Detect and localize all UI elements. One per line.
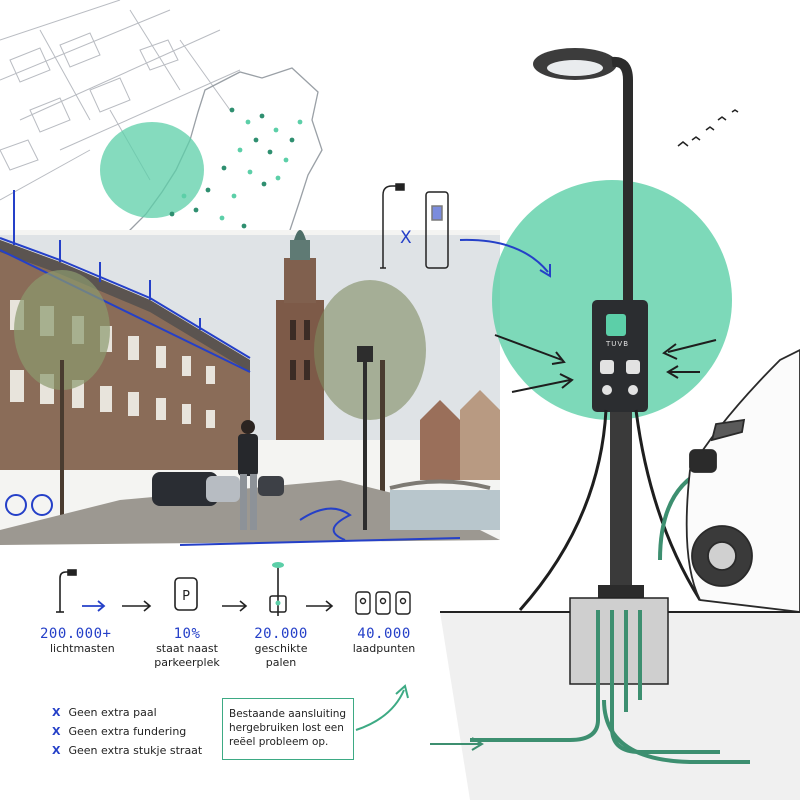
arrows [459,238,551,278]
combine-marker: X [400,228,412,248]
stat-label: laadpunten [352,642,416,655]
street-scene [0,190,500,546]
stat-value: 40.000 [357,626,411,642]
stat-value: 200.000+ [40,626,112,642]
lamp-plus-charger-icons [380,183,449,269]
street-light-icon [56,569,77,613]
charger-display-text: TUVB [606,340,629,348]
map-green-blob [100,122,204,218]
car-sketch [685,348,800,613]
ground-cross-section [430,597,800,800]
note-box: Bestaande aansluiting hergebruiken lost … [222,698,354,760]
svg-text:P: P [182,589,190,604]
charger-unit [592,300,648,412]
stat-label: staat naast parkeerplek [154,642,220,669]
benefit-text: Geen extra fundering [68,725,187,738]
x-mark-icon: X [52,744,61,757]
flow-icons: P [56,562,411,616]
stat-label: lichtmasten [50,642,115,655]
stat-value: 10% [173,626,201,642]
stat-geschikte-palen: 20.000 geschikte palen [246,626,316,670]
charger-pole-icon [269,562,287,616]
benefit-item: X Geen extra stukje straat [52,744,202,757]
parking-sign-icon: P [174,577,198,611]
benefit-text: Geen extra stukje straat [68,744,203,757]
benefit-item: X Geen extra fundering [52,725,186,738]
benefit-item: X Geen extra paal [52,706,157,719]
charge-points-icon [355,591,411,615]
stat-value: 20.000 [254,626,308,642]
note-text: Bestaande aansluiting hergebruiken lost … [229,708,347,748]
x-mark-icon: X [52,706,61,719]
birds [677,109,739,147]
stat-label: geschikte palen [254,642,308,669]
note-arrow [355,689,405,731]
stat-parkeerplek: 10% staat naast parkeerplek [142,626,232,670]
x-mark-icon: X [52,725,61,738]
stat-lichtmasten: 200.000+ lichtmasten [40,626,136,656]
benefit-text: Geen extra paal [68,706,157,719]
stat-laadpunten: 40.000 laadpunten [346,626,422,656]
